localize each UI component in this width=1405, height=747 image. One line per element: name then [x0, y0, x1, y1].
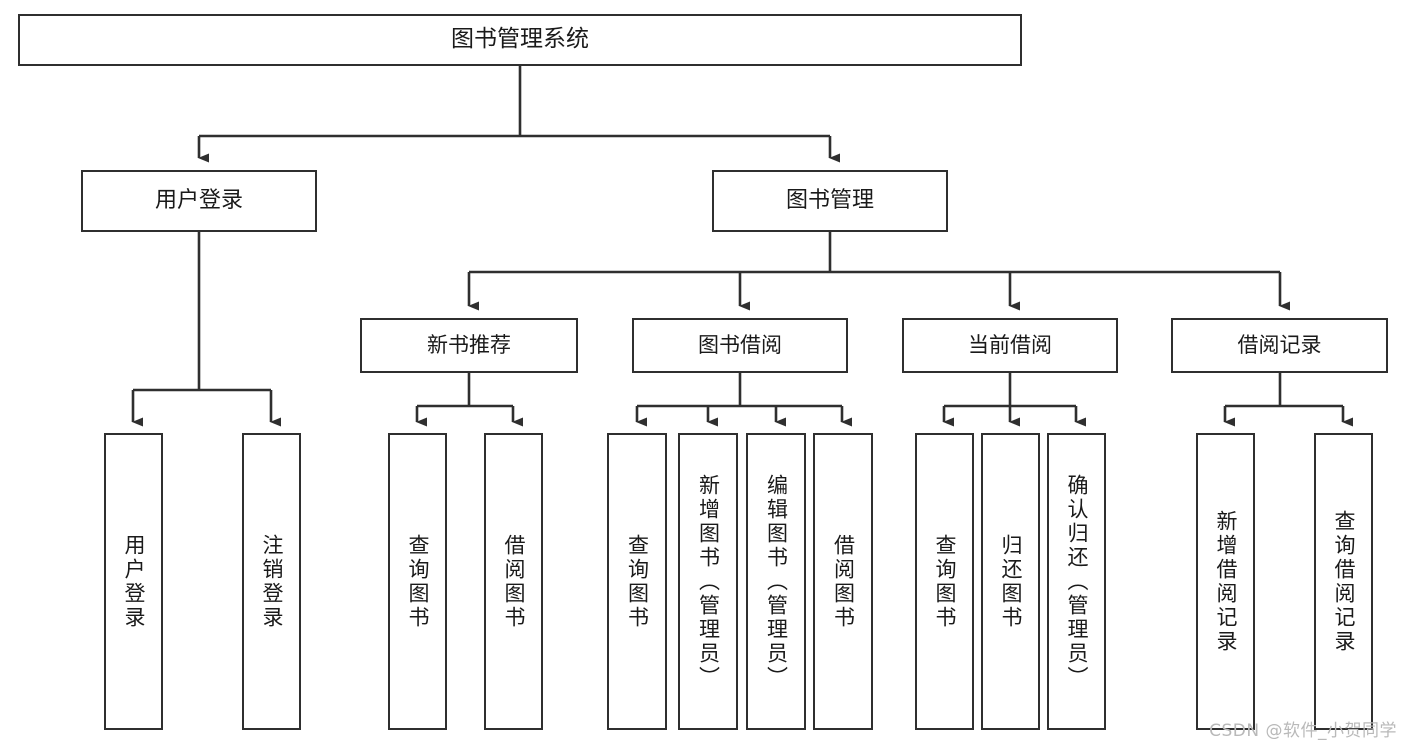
- node-leaf-query-book-3[interactable]: 查询图书: [915, 433, 974, 730]
- node-book-borrow[interactable]: 图书借阅: [632, 318, 848, 373]
- node-leaf-edit-book[interactable]: 编辑图书（管理员）: [746, 433, 806, 730]
- node-label: 用户登录: [154, 188, 243, 214]
- node-label: 查询图书: [625, 533, 650, 630]
- node-label: 图书管理系统: [451, 26, 589, 53]
- node-label: 当前借阅: [968, 333, 1052, 358]
- node-leaf-query-record[interactable]: 查询借阅记录: [1314, 433, 1373, 730]
- node-label: 借阅图书: [831, 533, 856, 630]
- node-leaf-add-book[interactable]: 新增图书（管理员）: [678, 433, 738, 730]
- node-label: 新增借阅记录: [1214, 509, 1238, 654]
- node-borrow-record[interactable]: 借阅记录: [1171, 318, 1388, 373]
- node-label: 图书管理: [785, 188, 874, 214]
- node-leaf-borrow-book-1[interactable]: 借阅图书: [484, 433, 543, 730]
- node-new-book-recommend[interactable]: 新书推荐: [360, 318, 578, 373]
- node-leaf-user-login[interactable]: 用户登录: [104, 433, 163, 730]
- node-label: 归还图书: [999, 533, 1023, 630]
- node-label: 查询图书: [406, 533, 430, 630]
- node-label: 注销登录: [260, 533, 284, 630]
- node-label: 编辑图书（管理员）: [764, 473, 789, 690]
- node-book-management[interactable]: 图书管理: [712, 170, 948, 232]
- node-label: 借阅记录: [1237, 333, 1322, 358]
- node-label: 新书推荐: [427, 333, 511, 358]
- node-leaf-add-record[interactable]: 新增借阅记录: [1196, 433, 1255, 730]
- node-leaf-confirm-return[interactable]: 确认归还（管理员）: [1047, 433, 1106, 730]
- node-book-management-system[interactable]: 图书管理系统: [18, 14, 1022, 66]
- node-label: 查询图书: [933, 533, 957, 630]
- node-user-login[interactable]: 用户登录: [81, 170, 317, 232]
- node-label: 图书借阅: [698, 333, 782, 358]
- node-leaf-borrow-book-2[interactable]: 借阅图书: [813, 433, 873, 730]
- node-label: 查询借阅记录: [1332, 509, 1356, 654]
- node-leaf-query-book-1[interactable]: 查询图书: [388, 433, 447, 730]
- node-leaf-user-logout[interactable]: 注销登录: [242, 433, 301, 730]
- node-label: 用户登录: [122, 533, 146, 630]
- node-label: 借阅图书: [502, 533, 526, 630]
- node-label: 确认归还（管理员）: [1065, 473, 1089, 690]
- node-leaf-return-book[interactable]: 归还图书: [981, 433, 1040, 730]
- node-current-borrow[interactable]: 当前借阅: [902, 318, 1118, 373]
- node-label: 新增图书（管理员）: [696, 473, 721, 690]
- node-leaf-query-book-2[interactable]: 查询图书: [607, 433, 667, 730]
